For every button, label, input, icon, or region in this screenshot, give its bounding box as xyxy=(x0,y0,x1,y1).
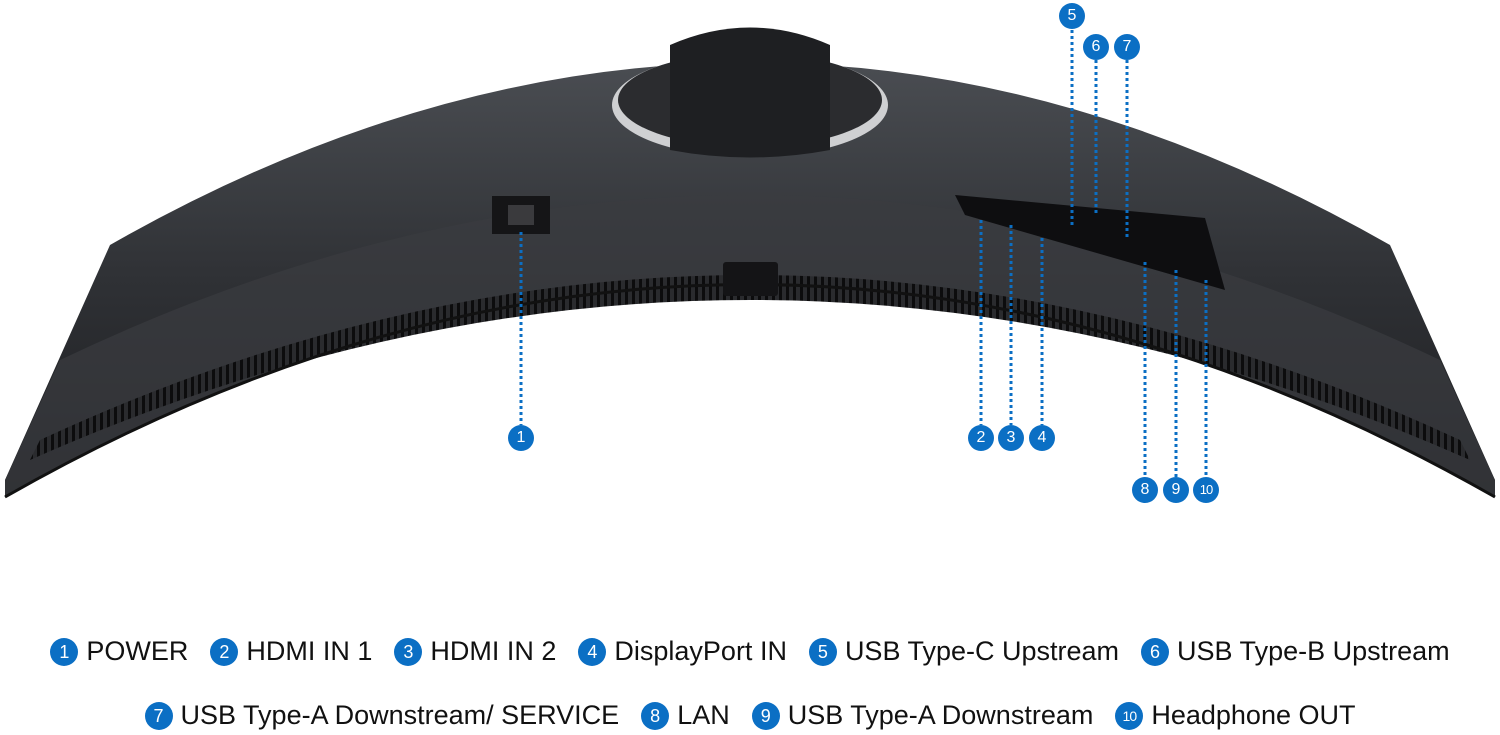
callout-3: 3 xyxy=(998,425,1024,451)
legend-number: 2 xyxy=(210,637,239,666)
joystick-control xyxy=(723,262,778,296)
legend-label: USB Type-C Upstream xyxy=(844,636,1120,666)
legend-label: DisplayPort IN xyxy=(614,636,787,666)
vent-strip xyxy=(30,275,1470,460)
callout-5: 5 xyxy=(1059,3,1085,29)
stand-neck xyxy=(670,27,830,158)
legend-number: 9 xyxy=(751,701,780,730)
monitor-front-bezel xyxy=(5,195,1495,497)
legend-number: 6 xyxy=(1141,637,1170,666)
legend-label: HDMI IN 1 xyxy=(246,636,373,666)
callout-8: 8 xyxy=(1132,477,1158,503)
io-panel xyxy=(955,195,1225,290)
legend-label: USB Type-A Downstream xyxy=(787,700,1094,730)
legend-label: POWER xyxy=(86,636,189,666)
callout-9: 9 xyxy=(1163,477,1189,503)
legend-label: USB Type-A Downstream/ SERVICE xyxy=(180,700,620,730)
callout-6: 6 xyxy=(1083,34,1109,60)
legend-number: 5 xyxy=(808,637,837,666)
legend-number: 4 xyxy=(578,637,607,666)
callout-10: 10 xyxy=(1193,477,1219,503)
legend-number: 7 xyxy=(144,701,173,730)
leader-lines xyxy=(519,30,1208,477)
legend-label: USB Type-B Upstream xyxy=(1177,636,1450,666)
legend-label: Headphone OUT xyxy=(1151,700,1356,730)
legend-number: 8 xyxy=(641,701,670,730)
callout-1: 1 xyxy=(508,425,534,451)
callout-4: 4 xyxy=(1029,425,1055,451)
legend-label: LAN xyxy=(677,700,730,730)
legend-number: 3 xyxy=(394,637,423,666)
callout-2: 2 xyxy=(968,425,994,451)
callout-7: 7 xyxy=(1114,34,1140,60)
legend-number: 1 xyxy=(50,637,79,666)
legend-number: 10 xyxy=(1115,701,1144,730)
legend-label: HDMI IN 2 xyxy=(430,636,557,666)
